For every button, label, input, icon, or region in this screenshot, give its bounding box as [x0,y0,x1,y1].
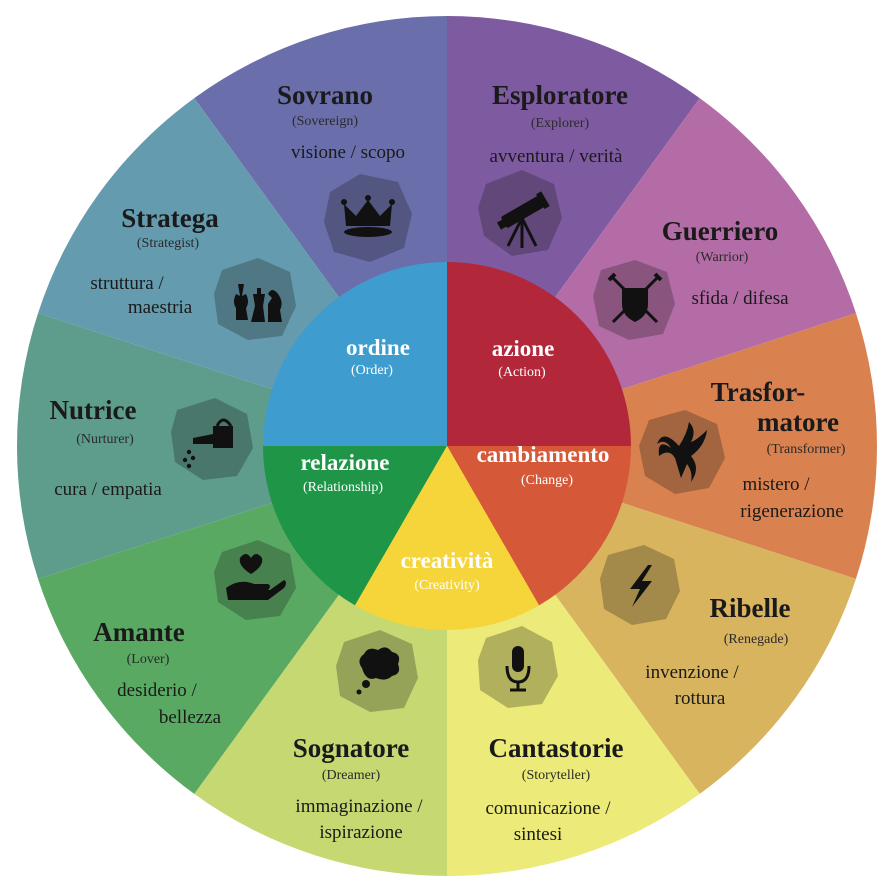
archetype-keywords-line2: rigenerazione [740,501,843,522]
archetype-keywords-line1: comunicazione / [485,798,611,819]
archetype-english: (Lover) [127,652,170,667]
core-segment-relationship [263,446,447,606]
core-label-relationship: relazione (Relationship) [301,450,390,495]
core-name: creatività [401,548,494,573]
archetype-keywords: avventura / verità [490,146,624,167]
segment-lover: Amante (Lover) desiderio / bellezza [93,540,296,728]
archetype-name: Nutrice [50,395,137,425]
archetype-name: Sognatore [293,733,410,763]
core-triangle-creativity [355,446,539,606]
archetype-keywords: sfida / difesa [691,288,789,309]
archetype-name: Trasfor- [711,377,805,407]
archetype-keywords: visione / scopo [291,142,405,163]
archetype-name: Cantastorie [489,733,624,763]
core-label-creativity: creatività (Creativity) [401,548,494,593]
archetype-name-line2: matore [757,407,839,437]
archetype-english: (Transformer) [767,442,846,457]
archetype-name: Ribelle [710,593,791,623]
watering-can-icon [171,398,253,480]
archetype-keywords-line1: invenzione / [645,662,739,683]
chess-pieces-icon [214,258,296,340]
labels-layer: Sovrano (Sovereign) visione / scopo Espl… [50,80,846,845]
core-circle [263,262,631,631]
core-label-order: ordine (Order) [346,335,410,378]
core-label-change: cambiamento (Change) [477,442,610,488]
archetype-name: Guerriero [662,216,778,246]
archetype-keywords-line1: struttura / [90,273,164,294]
core-english: (Relationship) [303,480,383,495]
crown-icon [324,174,412,262]
archetype-english: (Warrior) [696,250,749,265]
core-english: (Change) [521,473,573,488]
core-name: relazione [301,450,390,475]
thought-bubble-icon [336,630,418,712]
core-english: (Order) [351,363,393,378]
telescope-icon [478,170,562,256]
archetype-name: Sovrano [277,80,373,110]
core-segment-change [447,446,631,606]
archetype-keywords-line2: bellezza [159,707,222,728]
archetype-english: (Strategist) [137,236,200,251]
archetype-name: Amante [93,617,184,647]
segment-transformer: Trasfor- matore (Transformer) mistero / … [639,377,846,522]
segment-warrior: Guerriero (Warrior) sfida / difesa [593,216,789,340]
lightning-icon [600,545,680,625]
core-english: (Creativity) [414,578,480,593]
segment-renegade: Ribelle (Renegade) invenzione / rottura [600,545,791,709]
archetype-keywords-line1: desiderio / [117,680,197,701]
heart-hand-icon [214,540,296,620]
archetype-name: Stratega [121,203,219,233]
core-label-action: azione (Action) [492,336,555,380]
segment-strategist: Stratega (Strategist) struttura / maestr… [90,203,296,340]
segment-storyteller: Cantastorie (Storyteller) comunicazione … [478,626,623,845]
segment-explorer: Esploratore (Explorer) avventura / verit… [478,80,628,256]
archetype-name: Esploratore [492,80,628,110]
archetype-keywords-line1: immaginazione / [295,796,423,817]
core-name: ordine [346,335,410,360]
phoenix-icon [639,410,725,494]
shield-swords-icon [593,260,675,340]
archetype-keywords-line1: mistero / [742,474,810,495]
archetype-english: (Renegade) [724,632,789,647]
archetype-keywords-line2: ispirazione [319,822,402,843]
archetype-keywords-line2: maestria [128,297,193,318]
archetype-english: (Storyteller) [522,768,591,783]
core-name: azione [492,336,555,361]
core-segment-action [447,262,631,446]
archetype-english: (Dreamer) [322,768,381,783]
segment-sovereign: Sovrano (Sovereign) visione / scopo [277,80,412,262]
archetype-keywords-line2: sintesi [514,824,563,845]
archetype-english: (Explorer) [531,116,590,131]
segment-nurturer: Nutrice (Nurturer) cura / empatia [50,395,253,500]
microphone-icon [478,626,558,708]
segment-dreamer: Sognatore (Dreamer) immaginazione / ispi… [293,630,423,843]
archetype-keywords-line2: rottura [675,688,726,709]
archetype-english: (Nurturer) [76,432,134,447]
core-segment-order [263,262,447,446]
core-name: cambiamento [477,442,610,467]
archetype-english: (Sovereign) [292,114,358,129]
archetype-keywords: cura / empatia [54,479,162,500]
core-english: (Action) [498,365,546,380]
